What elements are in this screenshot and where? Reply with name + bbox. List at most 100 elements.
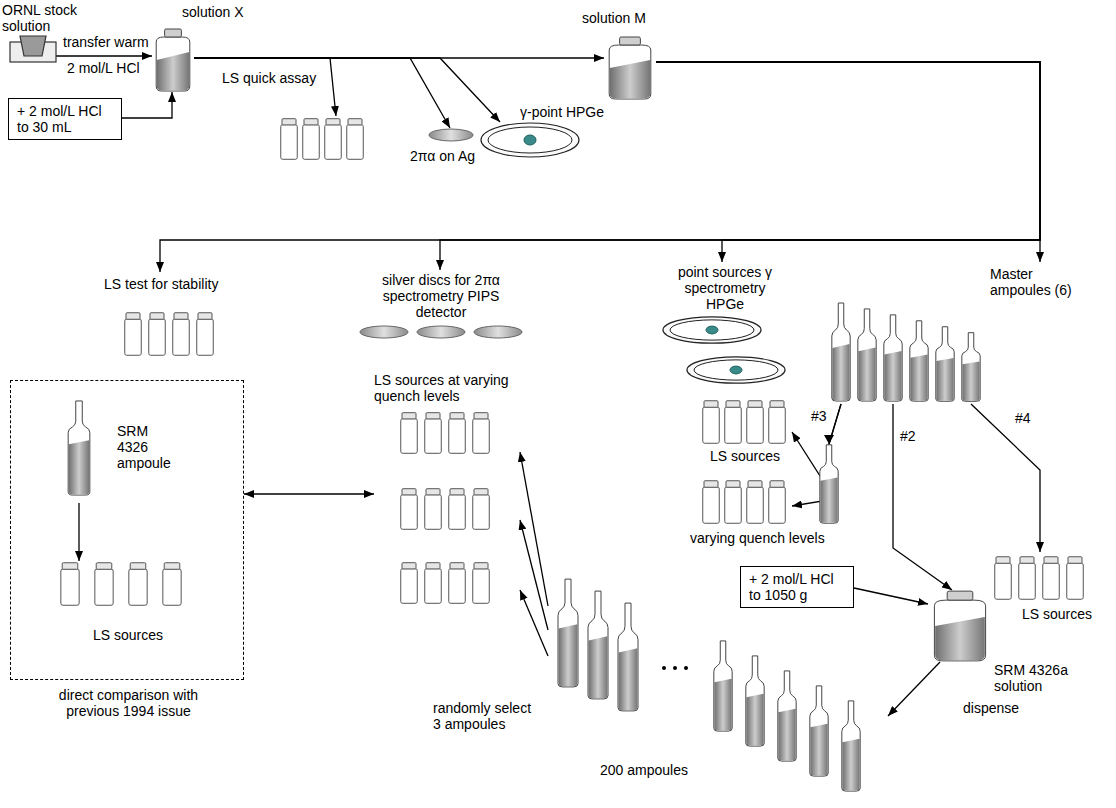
flow-arrow	[520, 520, 548, 630]
node-text: LS sources	[93, 627, 163, 643]
flow-arrow	[888, 662, 940, 716]
ls-vial	[995, 557, 1012, 600]
node-text: SRM 4326a solution	[994, 662, 1076, 694]
ls-vial	[769, 401, 786, 444]
selection-arrow	[520, 452, 548, 606]
stock-vessel	[20, 36, 46, 56]
ls-vial	[425, 563, 442, 604]
flow-arrow	[893, 404, 952, 590]
ls-vial	[747, 481, 764, 524]
vial-group: LS test for stability	[100, 272, 250, 360]
point-source: γ-point HPGe	[480, 122, 580, 158]
arrowhead	[824, 435, 834, 444]
ampoule	[842, 701, 860, 791]
flow-arrow	[656, 62, 1040, 262]
flow-arrow	[194, 58, 450, 128]
ls-vial	[401, 563, 418, 604]
ampoule	[910, 321, 928, 401]
ls-vial	[1043, 557, 1060, 600]
flow-arrow	[122, 92, 172, 118]
process-box: + 2 mol/L HCl to 30 mL	[8, 98, 122, 140]
node-text: Master ampoules (6)	[990, 266, 1086, 298]
ls-vial	[173, 313, 190, 356]
node-text: solution X	[182, 4, 243, 20]
ampoule	[962, 333, 980, 402]
flow-arrow	[244, 493, 374, 494]
ls-vial	[401, 413, 418, 454]
ampoule	[832, 303, 850, 401]
ls-vial	[473, 413, 490, 454]
flow-arrow	[194, 58, 500, 122]
node-text: 2πα on Ag	[410, 148, 475, 164]
selection-arrow	[520, 590, 548, 656]
ls-vial	[125, 313, 142, 356]
ls-vial	[1067, 557, 1084, 600]
silver-disc	[417, 326, 465, 338]
ls-vial	[347, 119, 364, 160]
node-text: solution M	[582, 10, 646, 26]
ls-vial	[163, 563, 181, 606]
ampoule-group: 200 ampoules	[548, 576, 888, 792]
ls-vial	[95, 563, 113, 606]
node-text: LS quick assay	[222, 70, 316, 86]
disc-group: silver discs for 2πα spectrometry PIPS d…	[356, 270, 526, 340]
ls-vial	[401, 489, 418, 530]
node-text: γ-point HPGe	[520, 104, 604, 120]
ls-vial	[197, 313, 214, 356]
ls-vial	[281, 119, 298, 160]
node-text: ORNL stock solution	[2, 2, 82, 34]
ls-vial	[747, 401, 764, 444]
ampoule	[588, 591, 608, 699]
ls-vial	[425, 413, 442, 454]
ls-vial	[425, 489, 442, 530]
ampoule	[558, 579, 578, 687]
source-group: point sources γ spectrometry HPGe	[650, 262, 800, 386]
flow-arrow	[56, 55, 152, 56]
vial-group: LS sources	[700, 398, 792, 466]
vial-group: LS quick assay	[278, 116, 368, 162]
silver-disc	[474, 326, 522, 338]
ls-vial	[703, 481, 720, 524]
ls-vial	[1019, 557, 1036, 600]
ampoule: SRM 4326 ampoule	[65, 399, 95, 503]
ls-vial	[703, 401, 720, 444]
solution-bottle	[609, 37, 651, 99]
node-text: 200 ampoules	[600, 762, 688, 778]
edge-label: dispense	[962, 700, 1020, 716]
edge-label: #4	[1014, 410, 1032, 426]
ls-vial	[473, 563, 490, 604]
ls-vial	[303, 119, 320, 160]
flow-arrow	[160, 62, 1040, 272]
ampoule	[618, 603, 638, 711]
node-text: point sources γ spectrometry HPGe	[670, 264, 780, 312]
flow-arrow	[440, 62, 1040, 270]
silver-disc: 2πα on Ag	[428, 128, 474, 142]
node-text: + 2 mol/L HCl to 30 mL	[17, 103, 113, 135]
ampoule	[746, 656, 764, 746]
vial-group: varying quench levels	[700, 478, 792, 528]
flow-arrow	[194, 58, 336, 116]
ls-vial	[149, 313, 166, 356]
ls-vial	[449, 489, 466, 530]
silver-disc	[429, 129, 473, 141]
node-text: LS sources	[710, 448, 780, 464]
node-text: varying quench levels	[690, 530, 825, 546]
node-text: LS sources	[1022, 606, 1092, 622]
vial-group: LS sources at varying quench levels	[374, 370, 520, 606]
ellipsis-dot	[673, 666, 677, 670]
annotation: 2 mol/L HCl	[66, 60, 141, 76]
process-box: + 2 mol/L HCl to 1050 g	[740, 566, 854, 608]
ls-vial	[769, 481, 786, 524]
edge-label: randomly select 3 ampoules	[432, 700, 538, 732]
ampoule	[68, 401, 90, 495]
ampoule	[884, 315, 902, 401]
edge-label: transfer warm	[62, 34, 150, 50]
ampoule	[820, 445, 838, 523]
ampoule	[936, 327, 954, 401]
silver-disc	[360, 326, 408, 338]
vial-group: LS sources	[49, 561, 199, 645]
node-text: silver discs for 2πα spectrometry PIPS d…	[380, 272, 502, 320]
ls-vial	[129, 563, 147, 606]
